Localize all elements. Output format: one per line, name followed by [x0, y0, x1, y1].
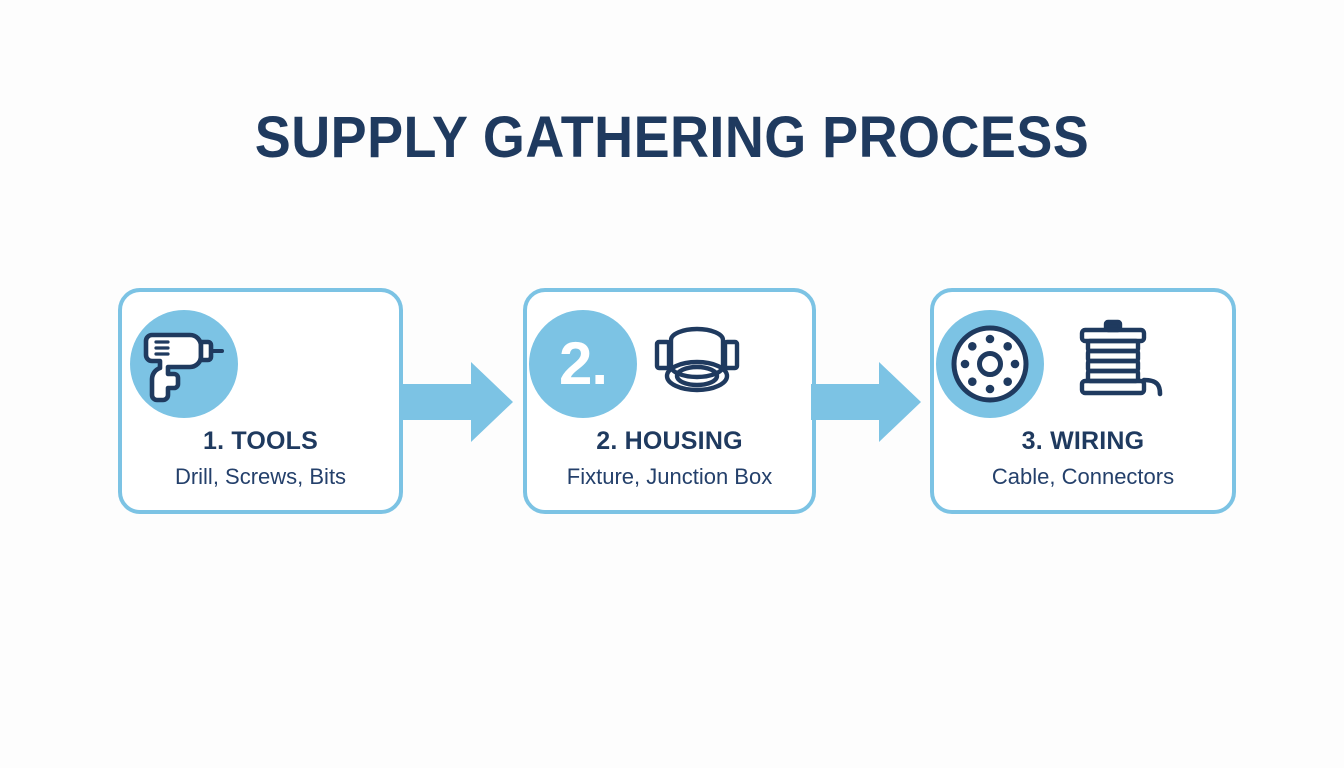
step-3-circle-badge	[936, 310, 1044, 418]
step-1-circle-badge	[130, 310, 238, 418]
page-title: SUPPLY GATHERING PROCESS	[254, 105, 1090, 170]
step-2-text: 2. HOUSING Fixture, Junction Box	[527, 426, 812, 491]
right-arrow-icon	[811, 362, 921, 442]
cable-spool-icon	[1072, 318, 1168, 410]
step-3-heading: 3. WIRING	[1021, 427, 1145, 455]
arrow-step1-to-step2	[403, 358, 515, 446]
step-1-subtitle: Drill, Screws, Bits	[174, 464, 347, 490]
junction-box-plate-icon	[951, 325, 1029, 403]
step-3-text: 3. WIRING Cable, Connectors	[934, 426, 1232, 491]
step-card-tools[interactable]: 1. TOOLS Drill, Screws, Bits	[118, 288, 403, 514]
process-flow: 1. TOOLS Drill, Screws, Bits 2.	[0, 288, 1344, 518]
step-2-circle-label: 2.	[558, 330, 608, 397]
step-1-icons	[122, 310, 399, 422]
step-1-heading: 1. TOOLS	[202, 427, 319, 455]
step-2-icons: 2.	[527, 310, 812, 422]
right-arrow-icon	[403, 362, 513, 442]
arrow-step2-to-step3	[811, 358, 923, 446]
step-1-text: 1. TOOLS Drill, Screws, Bits	[122, 426, 399, 491]
drill-icon	[143, 332, 224, 403]
step-3-icons	[934, 310, 1232, 422]
step-3-subtitle: Cable, Connectors	[991, 464, 1175, 490]
step-card-housing[interactable]: 2. 2. HOUSING Fixtur	[523, 288, 816, 514]
step-2-circle-badge: 2.	[529, 310, 637, 418]
step-2-heading: 2. HOUSING	[596, 427, 743, 455]
step-2-subtitle: Fixture, Junction Box	[566, 464, 773, 490]
step-card-wiring[interactable]: 3. WIRING Cable, Connectors	[930, 288, 1236, 514]
recessed-light-fixture-icon	[649, 318, 745, 410]
